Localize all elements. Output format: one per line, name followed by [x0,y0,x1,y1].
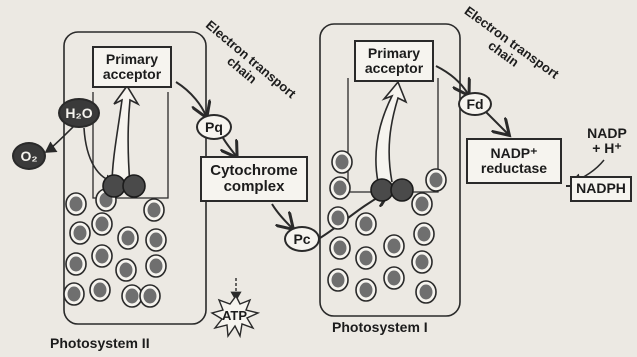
nadp-input-label: NADP + H⁺ [582,126,632,155]
reductase-line-1: NADP⁺ [490,146,537,161]
pc-label: Pc [293,231,310,247]
water-badge: H₂O [58,98,100,128]
reductase-line-2: reductase [481,161,547,176]
cytochrome-complex-box: Cytochrome complex [200,156,308,202]
nadp-input-line-1: NADP [582,126,632,141]
fd-label: Fd [466,96,483,112]
arrow-acceptor-to-fd [436,66,468,94]
pigment-cluster-ps2 [64,175,166,307]
water-electron-path [84,128,116,182]
ps1-pigment-core [388,271,401,286]
ps2-pigment-core [70,197,83,212]
ps2-pigment-core [120,263,133,278]
ps1-pigment-core [336,155,349,170]
ps1-acceptor-line-2: acceptor [365,61,423,76]
ps2-reaction-center-pigment [103,175,125,197]
arrow-cytochrome-to-pc [272,204,292,228]
ps1-acceptor-line-1: Primary [368,46,420,61]
ps1-primary-acceptor-box: Primary acceptor [354,40,434,82]
ps2-pigment-core [148,203,161,218]
atp-label: ATP [222,309,247,323]
ps1-pigment-core [416,255,429,270]
ps2-pigment-core [96,249,109,264]
nadp-reductase-box: NADP⁺ reductase [466,138,562,184]
ps2-pigment-core [150,233,163,248]
arrow-acceptor-to-pq [176,82,206,116]
ps1-pigment-core [416,197,429,212]
ps2-acceptor-line-1: Primary [106,52,158,67]
ps2-pigment-core [94,283,107,298]
arrow-fd-to-reductase [486,112,508,134]
arrow-pq-to-cytochrome [222,136,236,156]
ps2-pigment-core [70,257,83,272]
pq-label: Pq [205,119,223,135]
ps2-pigment-core [144,289,157,304]
pq-node: Pq [196,114,232,140]
ps1-pigment-core [420,285,433,300]
fd-node: Fd [458,92,492,116]
ps1-pigment-core [360,217,373,232]
photosystem-2-label: Photosystem II [50,336,150,351]
ps2-pigment-core [74,226,87,241]
photosystem-1-label: Photosystem I [332,320,428,335]
cytochrome-line-2: complex [224,179,285,195]
ps2-pigment-core [126,289,139,304]
ps1-pigment-core [334,181,347,196]
nadp-input-line-2: + H⁺ [582,141,632,156]
ps1-pigment-core [430,173,443,188]
ps1-pigment-core [418,227,431,242]
water-label: H₂O [65,105,92,121]
excitation-arrow-ps1 [376,82,406,182]
excitation-arrow-ps2 [112,86,138,185]
ps1-pigment-core [360,251,373,266]
ps1-pigment-core [334,241,347,256]
ps1-pigment-core [332,211,345,226]
ps2-pigment-core [150,259,163,274]
ps2-primary-acceptor-box: Primary acceptor [92,46,172,88]
ps2-acceptor-line-2: acceptor [103,67,161,82]
ps1-reaction-center-pigment [371,179,393,201]
oxygen-label: O₂ [20,148,37,164]
ps2-pigment-core [68,287,81,302]
ps2-pigment-core [122,231,135,246]
ps1-reaction-center-pigment [391,179,413,201]
nadph-label: NADPH [576,181,626,196]
ps2-reaction-center-pigment [123,175,145,197]
ps1-pigment-core [360,283,373,298]
cytochrome-line-1: Cytochrome [210,163,298,179]
oxygen-badge: O₂ [12,142,46,170]
oxygen-release-arrow [46,126,74,152]
ps1-pigment-core [332,273,345,288]
ps1-pigment-core [388,239,401,254]
ps2-pigment-core [96,217,109,232]
pc-node: Pc [284,226,320,252]
nadph-box: NADPH [570,176,632,202]
